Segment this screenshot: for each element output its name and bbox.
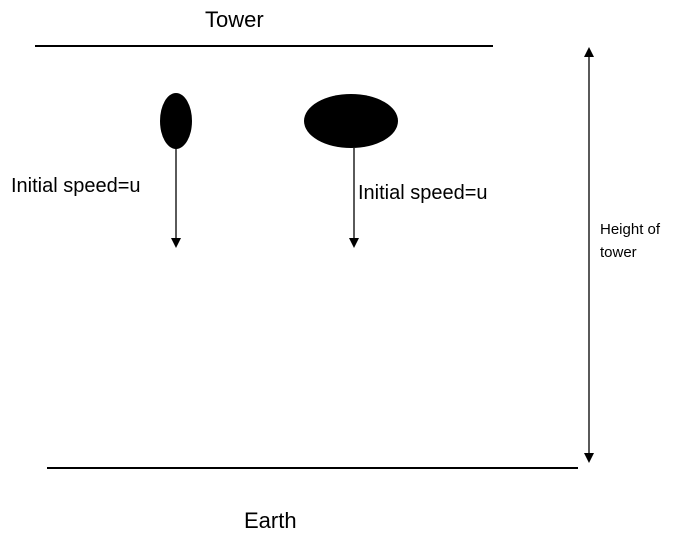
left-initial-speed-label: Initial speed=u: [11, 175, 141, 197]
height-label-line1: Height of: [600, 221, 661, 238]
small-ball: [160, 93, 192, 149]
earth-label: Earth: [244, 508, 297, 533]
height-label-line2: tower: [600, 244, 637, 262]
right-initial-speed-label: Initial speed=u: [358, 182, 488, 204]
tower-label: Tower: [205, 7, 264, 32]
large-ball: [304, 94, 398, 148]
height-of-tower-label: Height of tower: [600, 218, 660, 265]
